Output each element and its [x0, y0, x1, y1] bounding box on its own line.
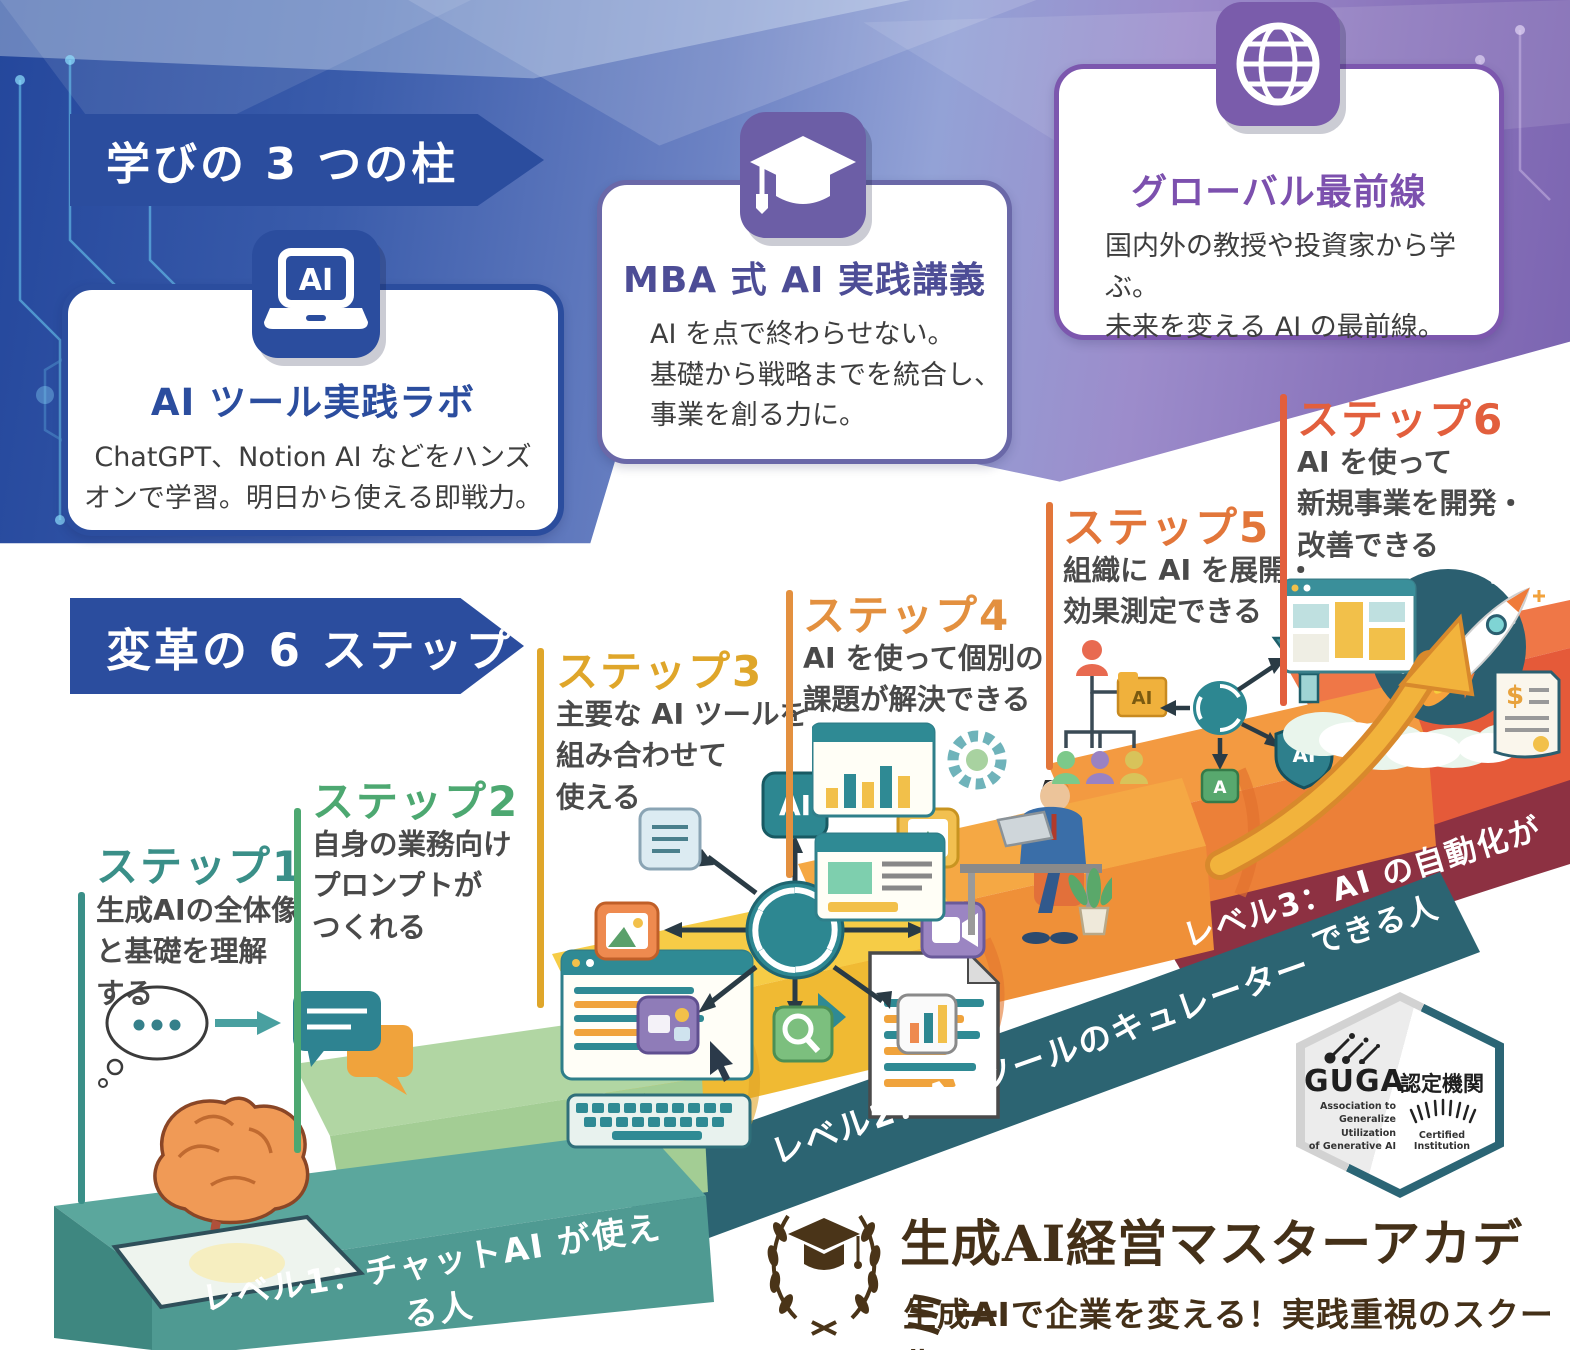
guga-comet-icon	[1324, 1033, 1380, 1064]
step5-accent-bar	[1046, 502, 1053, 770]
step3-illustration: AI	[594, 771, 986, 1063]
svg-text:AI: AI	[1132, 688, 1153, 709]
step6-illustration: $	[1283, 569, 1561, 770]
pillars-section-banner: 学びの 3 つの柱	[70, 114, 544, 206]
ai-laptop-icon: AI	[252, 230, 380, 358]
step1-label: ステップ1	[96, 842, 304, 891]
step4-label: ステップ4	[803, 591, 1011, 640]
step2-accent-bar	[294, 808, 301, 1153]
step4-illustration	[812, 722, 1112, 944]
academy-tagline: 生成AIで企業を変える！実践重視のスクール	[903, 1295, 1554, 1350]
guga-certification-badge: GUGA Association to Generalize Utilizati…	[1296, 992, 1504, 1198]
pillar-title: AI ツール実践ラボ	[150, 381, 476, 424]
step3-accent-bar	[537, 648, 544, 1008]
step6-body: AI を使って 新規事業を開発・ 改善できる	[1297, 446, 1526, 562]
badge-face	[1305, 1001, 1495, 1189]
step3-label: ステップ3	[556, 647, 764, 696]
svg-text:A: A	[1213, 778, 1227, 798]
step1-accent-bar	[78, 892, 85, 1204]
svg-text:$: $	[1506, 681, 1524, 711]
step3-body: 主要な AI ツールを 組み合わせて 使える	[556, 698, 809, 814]
globe-icon	[1216, 2, 1340, 126]
badge-label-en: Certified Institution	[1413, 1130, 1471, 1152]
badge-label-ja: 認定機関	[1400, 1072, 1484, 1096]
svg-text:AI: AI	[299, 263, 333, 298]
step4-accent-bar	[786, 590, 793, 878]
pillar-body: 国内外の教授や投資家から学ぶ。 未来を変える AI の最前線。	[1105, 231, 1456, 343]
pillar-title: MBA 式 AI 実践講義	[623, 260, 986, 301]
badge-org-name: Association to Generalize Utilization of…	[1308, 1101, 1396, 1152]
academy-laurel-logo	[767, 1214, 881, 1336]
step1-illustration	[98, 985, 413, 1310]
step2-body: 自身の業務向け プロンプトが つくれる	[312, 828, 512, 944]
step4-body: AI を使って個別の 課題が解決できる	[803, 642, 1044, 717]
pillar-body: ChatGPT、Notion AI などをハンズ オンで学習。明日から使える即戦…	[83, 442, 543, 514]
growth-arrow	[1205, 613, 1475, 880]
step1-body: 生成AIの全体像 と基礎を理解 する	[96, 894, 300, 1010]
graduation-cap-icon	[740, 112, 866, 238]
step6-accent-bar	[1280, 394, 1287, 706]
pillar-body: AI を点で終わらせない。 基礎から戦略までを統合し、 事業を創る力に。	[650, 319, 1001, 431]
step5-illustration: AI A AI	[1052, 628, 1347, 804]
svg-text:AI: AI	[779, 789, 811, 822]
academy-name: 生成AI経営マスターアカデミー	[900, 1214, 1524, 1345]
step5-body: 組織に AI を展開・ 効果測定できる	[1063, 554, 1316, 629]
step5-label: ステップ5	[1063, 503, 1271, 552]
steps-section-banner: 変革の 6 ステップ	[70, 598, 524, 694]
badge-rays-icon	[1409, 1098, 1477, 1124]
pillar-title: グローバル最前線	[1131, 172, 1427, 213]
step6-label: ステップ6	[1297, 395, 1505, 444]
badge-org-acronym: GUGA	[1304, 1064, 1405, 1099]
step2-label: ステップ2	[312, 777, 520, 826]
